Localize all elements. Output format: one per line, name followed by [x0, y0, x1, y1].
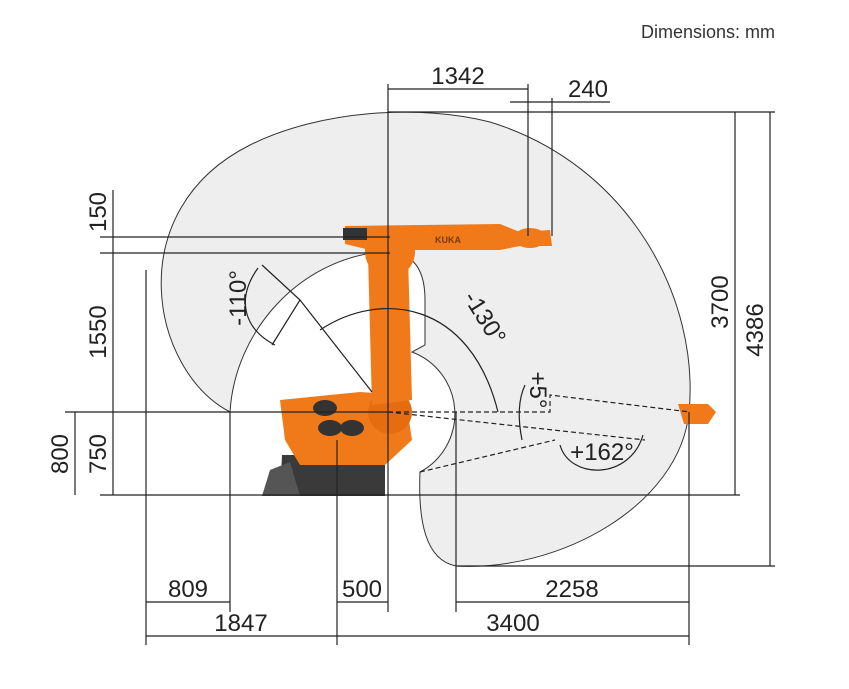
- dim-240: 240: [568, 76, 608, 103]
- workspace-envelope: [160, 111, 691, 567]
- robot-arm: KUKA: [262, 224, 716, 496]
- reference-lines: [65, 84, 775, 645]
- dim-1550: 1550: [85, 305, 112, 358]
- robot-brand-logo: KUKA: [435, 235, 461, 245]
- dim-800: 800: [47, 434, 74, 474]
- angle-plus-162: +162°: [570, 439, 634, 466]
- dim-3400: 3400: [486, 610, 539, 637]
- units-label: Dimensions: mm: [640, 22, 775, 42]
- dim-150: 150: [85, 192, 112, 232]
- angle-minus-110: -110°: [225, 270, 252, 326]
- dim-809: 809: [168, 576, 208, 603]
- dim-2258: 2258: [545, 576, 598, 603]
- angle-plus-5: +5°: [524, 372, 551, 409]
- dim-750: 750: [85, 434, 112, 474]
- angle-annotations: [244, 264, 691, 473]
- dimension-lines: [74, 88, 771, 637]
- dim-3700: 3700: [707, 275, 734, 328]
- dim-1847: 1847: [214, 610, 267, 637]
- dim-500: 500: [342, 576, 382, 603]
- dim-1342: 1342: [431, 63, 484, 90]
- dim-4386: 4386: [742, 303, 769, 356]
